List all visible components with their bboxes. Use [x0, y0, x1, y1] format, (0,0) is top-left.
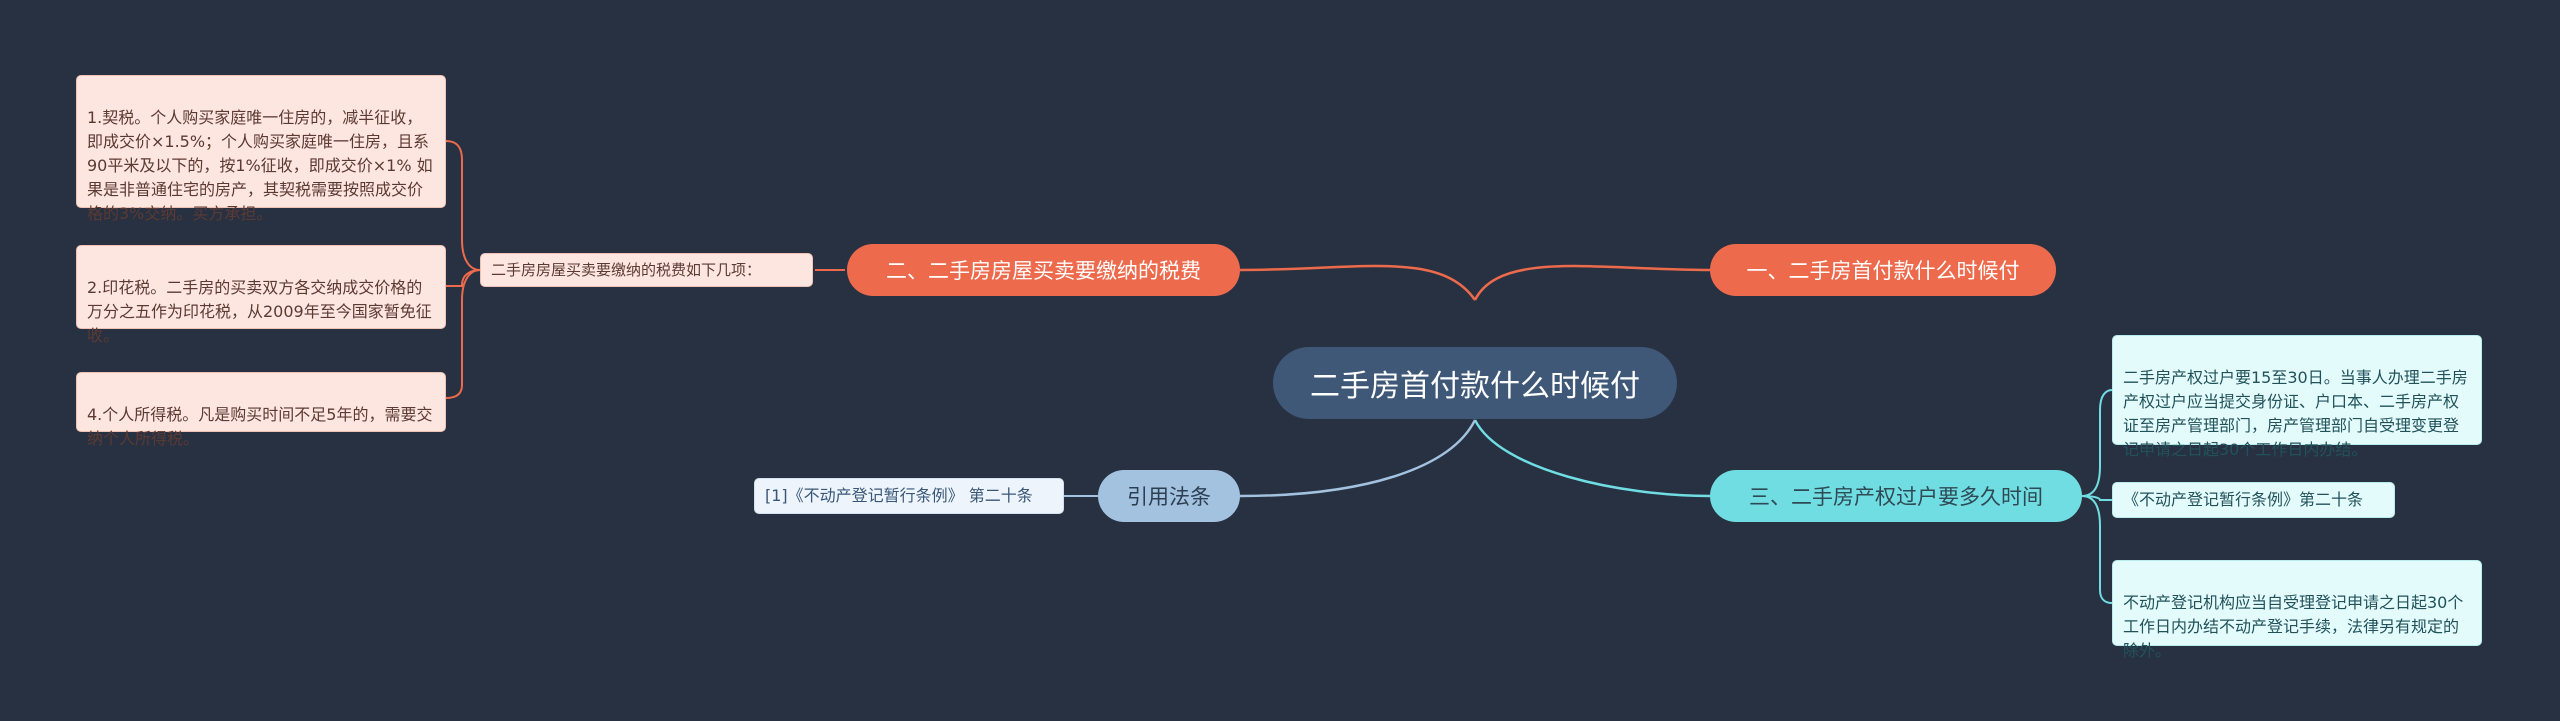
root-topic[interactable]: 二手房首付款什么时候付	[1273, 347, 1677, 419]
citation-item-regulation-text: [1]《不动产登记暂行条例》 第二十条	[765, 486, 1033, 505]
taxes-item-deed-tax-text: 1.契税。个人购买家庭唯一住房的，减半征收，即成交价×1.5%；个人购买家庭唯一…	[87, 108, 433, 223]
link-transfer-item-3	[2081, 495, 2113, 604]
transfer-item-regulation-text: 《不动产登记暂行条例》第二十条	[2123, 490, 2364, 509]
branch-taxes-label: 二、二手房房屋买卖要缴纳的税费	[886, 259, 1201, 283]
taxes-item-income-tax-text: 4.个人所得税。凡是购买时间不足5年的，需要交纳个人所得税。	[87, 405, 433, 448]
taxes-item-stamp-tax-text: 2.印花税。二手房的买卖双方各交纳成交价格的万分之五作为印花税，从2009年至今…	[87, 278, 432, 345]
branch-citation-label: 引用法条	[1127, 485, 1211, 509]
citation-item-regulation[interactable]: [1]《不动产登记暂行条例》 第二十条	[754, 478, 1064, 514]
transfer-item-regulation[interactable]: 《不动产登记暂行条例》第二十条	[2112, 482, 2395, 518]
branch-down-payment-label: 一、二手房首付款什么时候付	[1746, 259, 2020, 283]
branch-down-payment[interactable]: 一、二手房首付款什么时候付	[1710, 244, 2056, 296]
transfer-item-duration-text: 二手房产权过户要15至30日。当事人办理二手房产权过户应当提交身份证、户口本、二…	[2123, 368, 2468, 459]
link-root-transfer	[1473, 419, 1711, 498]
branch-transfer[interactable]: 三、二手房产权过户要多久时间	[1710, 470, 2082, 522]
taxes-item-income-tax[interactable]: 4.个人所得税。凡是购买时间不足5年的，需要交纳个人所得税。	[76, 372, 446, 448]
link-summary-item-1	[445, 140, 481, 271]
transfer-item-registration-text: 不动产登记机构应当自受理登记申请之日起30个工作日内办结不动产登记手续，法律另有…	[2123, 593, 2464, 660]
root-topic-label: 二手房首付款什么时候付	[1310, 369, 1640, 404]
transfer-item-duration[interactable]: 二手房产权过户要15至30日。当事人办理二手房产权过户应当提交身份证、户口本、二…	[2112, 335, 2482, 459]
taxes-item-deed-tax[interactable]: 1.契税。个人购买家庭唯一住房的，减半征收，即成交价×1.5%；个人购买家庭唯一…	[76, 75, 446, 223]
branch-transfer-label: 三、二手房产权过户要多久时间	[1749, 485, 2043, 509]
link-root-taxes	[1239, 264, 1477, 301]
link-summary-item-3	[445, 269, 481, 399]
taxes-summary-text: 二手房房屋买卖要缴纳的税费如下几项：	[491, 261, 762, 279]
branch-citation[interactable]: 引用法条	[1098, 470, 1240, 522]
link-transfer-item-1	[2081, 389, 2113, 497]
link-summary-item-2	[446, 269, 481, 288]
branch-taxes[interactable]: 二、二手房房屋买卖要缴纳的税费	[847, 244, 1240, 296]
link-root-downpayment	[1473, 264, 1711, 301]
link-root-citation	[1239, 419, 1477, 498]
taxes-summary-note[interactable]: 二手房房屋买卖要缴纳的税费如下几项：	[480, 253, 813, 287]
transfer-item-registration[interactable]: 不动产登记机构应当自受理登记申请之日起30个工作日内办结不动产登记手续，法律另有…	[2112, 560, 2482, 660]
taxes-item-stamp-tax[interactable]: 2.印花税。二手房的买卖双方各交纳成交价格的万分之五作为印花税，从2009年至今…	[76, 245, 446, 345]
